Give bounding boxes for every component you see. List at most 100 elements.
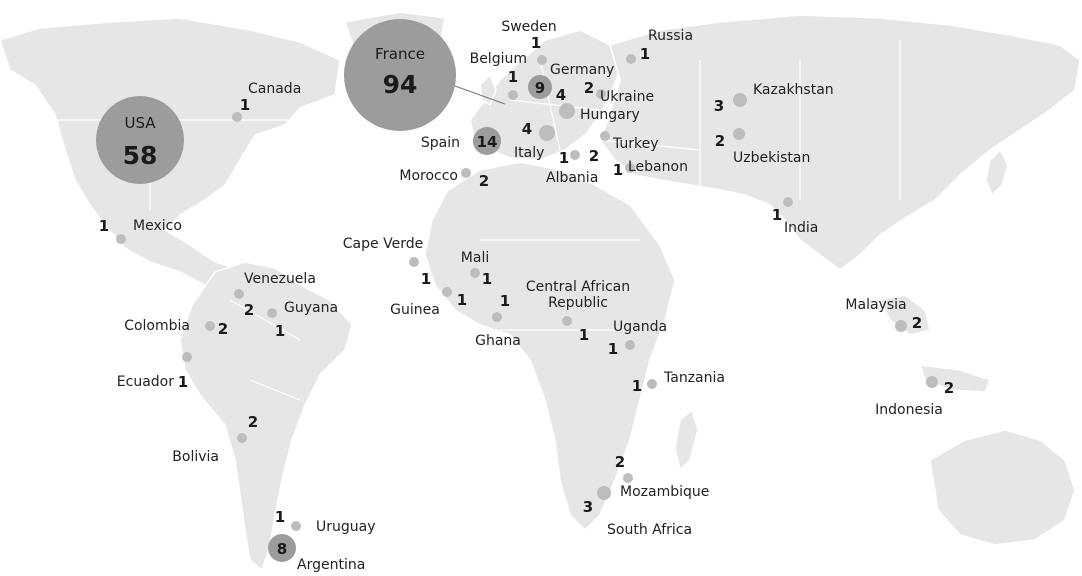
country-label-mali: Mali [461, 250, 489, 266]
bubble-france [344, 19, 456, 131]
landmass-japan [985, 148, 1009, 197]
bubble-russia [626, 54, 636, 64]
country-label-albania: Albania [546, 170, 598, 186]
country-label-usa: USA [124, 114, 156, 132]
bubble-ukraine [596, 89, 606, 99]
bubble-mali [470, 268, 480, 278]
count-label-usa: 58 [123, 141, 158, 170]
bubble-malaysia [895, 320, 907, 332]
bubble-tanzania [647, 379, 657, 389]
country-label-tanzania: Tanzania [663, 370, 725, 386]
count-label-hungary: 4 [556, 86, 566, 104]
country-label-kazakhstan: Kazakhstan [753, 82, 834, 98]
count-label-uganda: 1 [608, 340, 618, 358]
bubble-italy [539, 125, 555, 141]
count-label-spain: 14 [477, 133, 498, 151]
bubble-bolivia [237, 433, 247, 443]
country-label-morocco: Morocco [399, 168, 458, 184]
landmass-southeast-asia [878, 294, 992, 393]
bubble-usa [96, 96, 184, 184]
country-label-guyana: Guyana [284, 300, 338, 316]
count-label-guinea: 1 [457, 291, 467, 309]
country-label-colombia: Colombia [124, 318, 190, 334]
country-label-ghana: Ghana [475, 333, 521, 349]
bubble-kazakhstan [733, 93, 747, 107]
bubble-indonesia [926, 376, 938, 388]
count-label-germany: 9 [535, 79, 545, 97]
bubble-lebanon [625, 163, 635, 173]
country-label-canada: Canada [248, 81, 301, 97]
country-label-france: France [375, 45, 425, 63]
bubble-uzbekistan [733, 128, 745, 140]
country-label-uganda: Uganda [613, 319, 667, 335]
country-label-cape-verde: Cape Verde [343, 236, 423, 252]
france-leader-line [454, 85, 506, 105]
country-label-belgium: Belgium [470, 51, 527, 67]
count-label-kazakhstan: 3 [714, 97, 724, 115]
country-label-south-africa: South Africa [607, 522, 692, 538]
country-labels-layer: USAFranceCanadaMexicoVenezuelaGuyanaColo… [117, 19, 943, 573]
count-label-indonesia: 2 [944, 379, 954, 397]
count-label-albania: 1 [559, 149, 569, 167]
count-label-uzbekistan: 2 [715, 132, 725, 150]
bubble-guyana [267, 308, 277, 318]
bubble-turkey [600, 131, 610, 141]
country-label-spain: Spain [421, 135, 460, 151]
count-label-tanzania: 1 [632, 377, 642, 395]
bubble-canada [232, 112, 242, 122]
landmass-britain [479, 73, 497, 107]
bubble-uruguay [291, 521, 301, 531]
count-label-sweden: 1 [531, 34, 541, 52]
bubble-south-africa [597, 486, 611, 500]
country-label-turkey: Turkey [612, 136, 659, 152]
country-label-ecuador: Ecuador [117, 374, 174, 390]
bubble-morocco [461, 168, 471, 178]
country-label-indonesia: Indonesia [875, 402, 943, 418]
count-label-india: 1 [772, 206, 782, 224]
bubble-mozambique [623, 473, 633, 483]
country-label-malaysia: Malaysia [845, 297, 906, 313]
count-label-morocco: 2 [479, 172, 489, 190]
bubble-central-african-republic [562, 316, 572, 326]
count-label-bolivia: 2 [248, 413, 258, 431]
country-label-guinea: Guinea [390, 302, 440, 318]
count-label-colombia: 2 [218, 320, 228, 338]
bubbles-layer [96, 19, 938, 562]
bubble-ghana [492, 312, 502, 322]
count-label-russia: 1 [640, 45, 650, 63]
count-label-mali: 1 [482, 270, 492, 288]
bubble-ecuador [182, 352, 192, 362]
count-label-guyana: 1 [275, 322, 285, 340]
bubble-uganda [625, 340, 635, 350]
count-label-canada: 1 [240, 96, 250, 114]
count-label-ukraine: 2 [584, 79, 594, 97]
landmass-africa [424, 161, 676, 532]
bubble-cape-verde [409, 257, 419, 267]
count-label-cape-verde: 1 [421, 270, 431, 288]
landmass-madagascar [674, 408, 699, 472]
bubble-belgium [508, 90, 518, 100]
bubble-india [783, 197, 793, 207]
country-label-lebanon: Lebanon [628, 159, 688, 175]
bubble-venezuela [234, 289, 244, 299]
count-label-south-africa: 3 [583, 498, 593, 516]
bubble-germany [528, 75, 552, 99]
bubble-colombia [205, 321, 215, 331]
bubble-albania [570, 150, 580, 160]
bubble-mexico [116, 234, 126, 244]
count-label-mozambique: 2 [615, 453, 625, 471]
count-label-ecuador: 1 [178, 373, 188, 391]
count-label-central-african-republic: 1 [579, 326, 589, 344]
country-label-mozambique: Mozambique [620, 484, 709, 500]
country-label-mexico: Mexico [133, 218, 182, 234]
bubble-guinea [442, 287, 452, 297]
landmasses [0, 11, 1081, 572]
country-label-sweden: Sweden [501, 19, 556, 35]
country-label-ukraine: Ukraine [600, 89, 654, 105]
bubble-hungary [559, 103, 575, 119]
count-label-lebanon: 1 [613, 161, 623, 179]
count-label-ghana: 1 [500, 292, 510, 310]
